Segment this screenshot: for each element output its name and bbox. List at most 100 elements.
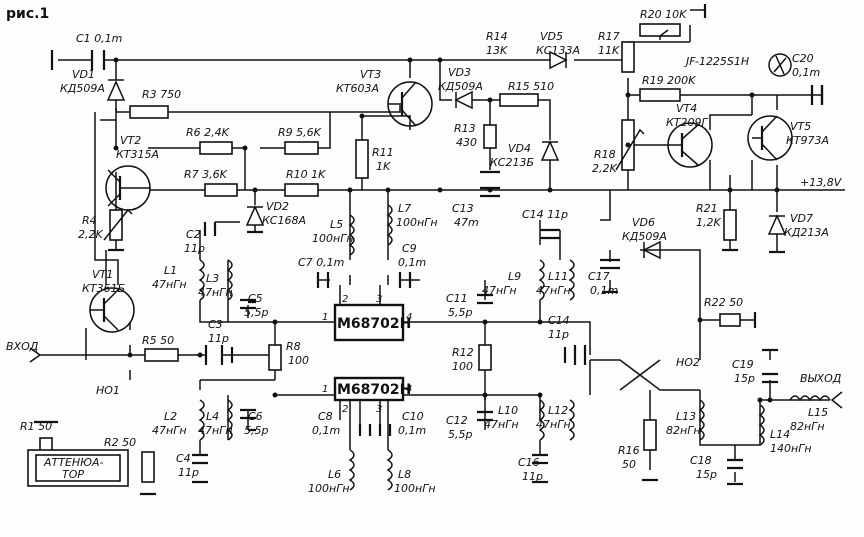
pin-3-lower: 3 (376, 404, 382, 415)
label-L15-ref: L15 (808, 406, 828, 419)
ic-M68702H-upper (333, 303, 405, 342)
label-L9-ref: L9 (508, 270, 521, 283)
svg-text:R3 750: R3 750 (142, 88, 181, 101)
inductor-L12 (568, 399, 575, 441)
diodes (106, 50, 787, 260)
label-C9-ref: C9 (402, 242, 417, 255)
label-R20-ref: R20 (640, 8, 662, 21)
svg-text:R22 50: R22 50 (704, 296, 743, 309)
label-C5-val: 5,5p (244, 306, 268, 319)
label-C7-ref: C7 (298, 256, 313, 269)
resistor-R6 (199, 141, 233, 155)
diode-VD6 (642, 240, 661, 260)
label-C16-val: 11p (522, 470, 543, 483)
label-R11-ref: R11 (372, 146, 394, 159)
label-R8-val: 100 (288, 354, 309, 367)
label-attenuator-line2: ТОР (62, 468, 84, 481)
label-R19-ref: R19 (642, 74, 664, 87)
inductor-L8 (386, 449, 393, 491)
diode-VD7 (767, 214, 787, 235)
diode-VD1 (106, 79, 126, 101)
label-L2-ref: L2 (164, 410, 177, 423)
resistor-R22 (719, 313, 741, 327)
label-R13-ref: R13 (454, 122, 476, 135)
label-C18-val: 15p (696, 468, 717, 481)
svg-text:R6 2,4K: R6 2,4K (186, 126, 230, 139)
resistor-R12 (478, 344, 492, 371)
label-R6-ref: R6 (186, 126, 201, 139)
label-VT4-val: КТ209Г (666, 116, 709, 129)
label-L7-val: 100нГн (396, 216, 438, 229)
svg-text:R2 50: R2 50 (104, 436, 136, 449)
label-R4-ref: R4 (82, 214, 97, 227)
label-R1-ref: R1 (20, 420, 35, 433)
label-R4-val: 2,2K (78, 228, 103, 241)
label-R1-val: 50 (38, 420, 52, 433)
label-C18-ref: C18 (690, 454, 712, 467)
label-C19-ref: C19 (732, 358, 754, 371)
svg-text:R5 50: R5 50 (142, 334, 174, 347)
label-R9-val: 5,6K (296, 126, 321, 139)
label-C12-val: 5,5p (448, 428, 472, 441)
label-C14b-ref: C14 (548, 314, 570, 327)
label-VD5-ref: VD5 (540, 30, 563, 43)
label-C14a-val: 11p (547, 208, 568, 221)
label-L10-val: 47нГн (484, 418, 519, 431)
ground-icon (248, 300, 256, 432)
label-R2-val: 50 (122, 436, 136, 449)
label-supply: +13,8V (800, 176, 843, 189)
inductor-L13 (698, 399, 705, 441)
label-VD3-val: КД509А (438, 80, 483, 93)
svg-text:R10 1K: R10 1K (286, 168, 326, 181)
capacitor-C7 (316, 272, 330, 288)
resistor-R5 (144, 348, 179, 362)
label-R3-ref: R3 (142, 88, 157, 101)
label-C10-val: 0,1m (398, 424, 426, 437)
inductor-L10 (538, 399, 545, 441)
thermistor-mark-R18 (615, 128, 645, 171)
label-L11-ref: L11 (548, 270, 568, 283)
label-VT1-val: КТ361Б (82, 282, 125, 295)
label-C11-ref: C11 (446, 292, 468, 305)
label-C1-ref: C1 (76, 32, 91, 45)
label-VD2-ref: VD2 (266, 200, 289, 213)
resistor-R2 (141, 451, 155, 483)
zener-VD4 (540, 140, 560, 161)
label-R5-val: 50 (160, 334, 174, 347)
label-R22-ref: R22 (704, 296, 726, 309)
resistor-R11 (355, 139, 369, 179)
label-C3-ref: C3 (208, 318, 223, 331)
label-R12-ref: R12 (452, 346, 474, 359)
capacitor-C9 (398, 272, 412, 288)
attenuator-inner (35, 454, 121, 482)
zener-VD2 (245, 205, 265, 226)
label-HO1: НО1 (96, 384, 120, 397)
resistor-R17 (621, 41, 635, 73)
label-C12-ref: C12 (446, 414, 468, 427)
label-C20-ref: C20 (792, 52, 814, 65)
label-C1-val: 0,1m (94, 32, 122, 45)
label-VT5-val: КТ973А (786, 134, 829, 147)
label-R14-ref: R14 (486, 30, 508, 43)
label-VT1-ref: VT1 (92, 268, 113, 281)
svg-text:R7 3,6K: R7 3,6K (184, 168, 228, 181)
label-VD1-ref: VD1 (72, 68, 95, 81)
label-C13-ref: C13 (452, 202, 474, 215)
label-R3-val: 750 (160, 88, 181, 101)
label-ic-lower: M68702H (337, 382, 411, 398)
label-L15-val: 82нГн (790, 420, 825, 433)
diode-VD3 (454, 90, 473, 110)
label-R16-ref: R16 (618, 444, 640, 457)
label-L5-ref: L5 (330, 218, 343, 231)
resistor-R7 (204, 183, 238, 197)
label-R9-ref: R9 (278, 126, 293, 139)
label-VD5-val: КС133А (536, 44, 580, 57)
label-R6-val: 2,4K (204, 126, 229, 139)
ground-symbols (34, 4, 824, 496)
label-attenuator-line1: АТТЕНЮА- (43, 456, 104, 469)
inductor-L6 (348, 449, 355, 491)
label-L6-val: 100нГн (308, 482, 350, 495)
ic-M68702H-lower (333, 376, 405, 402)
label-C2-val: 11p (184, 242, 205, 255)
label-L10-ref: L10 (498, 404, 518, 417)
